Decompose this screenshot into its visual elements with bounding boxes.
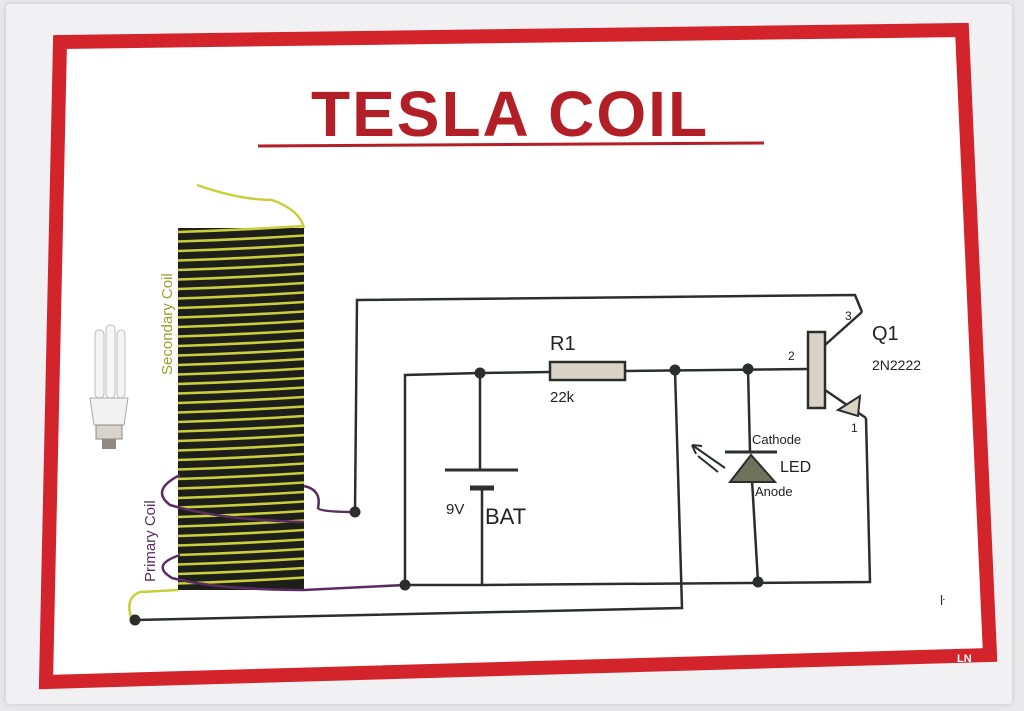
coil-winding — [177, 234, 305, 243]
led-symbol — [725, 450, 778, 483]
coil-winding — [177, 338, 305, 348]
coil-winding — [177, 471, 305, 481]
coil-winding — [177, 395, 305, 405]
q1-pin-3: 3 — [845, 309, 852, 323]
pen-mark: ŀ — [940, 592, 945, 608]
coil-winding — [177, 272, 305, 281]
coil-winding — [177, 281, 305, 291]
battery-name: BAT — [485, 504, 526, 529]
coil-winding — [177, 319, 305, 329]
coil-winding — [177, 490, 305, 500]
coil-winding — [177, 291, 305, 300]
battery-symbol — [445, 468, 518, 491]
r1-name: R1 — [550, 333, 576, 355]
circuit-wires — [134, 293, 872, 622]
coil-winding — [177, 481, 305, 490]
coil-winding — [177, 376, 305, 386]
primary-coil-label: Primary Coil — [142, 500, 159, 582]
led-label: LED — [780, 459, 811, 476]
q1-pin-2: 2 — [788, 349, 795, 363]
coil-winding — [177, 424, 305, 433]
coil-winding — [177, 348, 305, 357]
coil-winding — [177, 367, 305, 376]
junction-dots — [129, 363, 764, 626]
q1-part: 2N2222 — [872, 357, 921, 373]
coil-winding — [177, 243, 305, 253]
corner-mark: LN — [957, 653, 972, 665]
coil-winding — [177, 300, 305, 310]
coil-winding — [177, 405, 305, 414]
battery-voltage: 9V — [446, 501, 464, 518]
coil-winding — [177, 386, 305, 395]
coil-winding — [177, 547, 305, 557]
page-title: TESLA COIL — [311, 78, 709, 150]
coil-winding — [177, 462, 305, 471]
title-underline — [257, 141, 765, 148]
coil-winding — [177, 357, 305, 367]
light-arrows-icon — [691, 444, 726, 473]
coil-winding — [177, 528, 305, 538]
coil-winding — [177, 557, 305, 566]
coil-winding — [177, 329, 305, 338]
coil-winding — [177, 452, 305, 462]
secondary-coil-label: Secondary Coil — [159, 273, 176, 375]
coil-winding — [177, 414, 305, 424]
secondary-coil — [177, 183, 306, 590]
transistor-q1 — [806, 311, 867, 420]
led-cathode-label: Cathode — [752, 432, 801, 447]
r1-value: 22k — [550, 389, 575, 406]
primary-coil — [128, 473, 406, 621]
coil-winding — [177, 566, 305, 576]
coil-winding — [177, 509, 305, 519]
coil-winding — [177, 443, 305, 452]
coil-winding — [177, 310, 305, 319]
led-anode-label: Anode — [755, 484, 793, 499]
coil-winding — [177, 262, 305, 272]
cfl-bulb-icon — [89, 324, 129, 449]
q1-pin-1: 1 — [851, 421, 858, 435]
coil-winding — [177, 224, 305, 234]
coil-winding — [177, 500, 305, 509]
coil-winding — [177, 433, 305, 443]
q1-name: Q1 — [872, 323, 899, 345]
coil-winding — [177, 538, 305, 547]
resistor-r1 — [548, 360, 627, 382]
coil-winding — [177, 253, 305, 262]
